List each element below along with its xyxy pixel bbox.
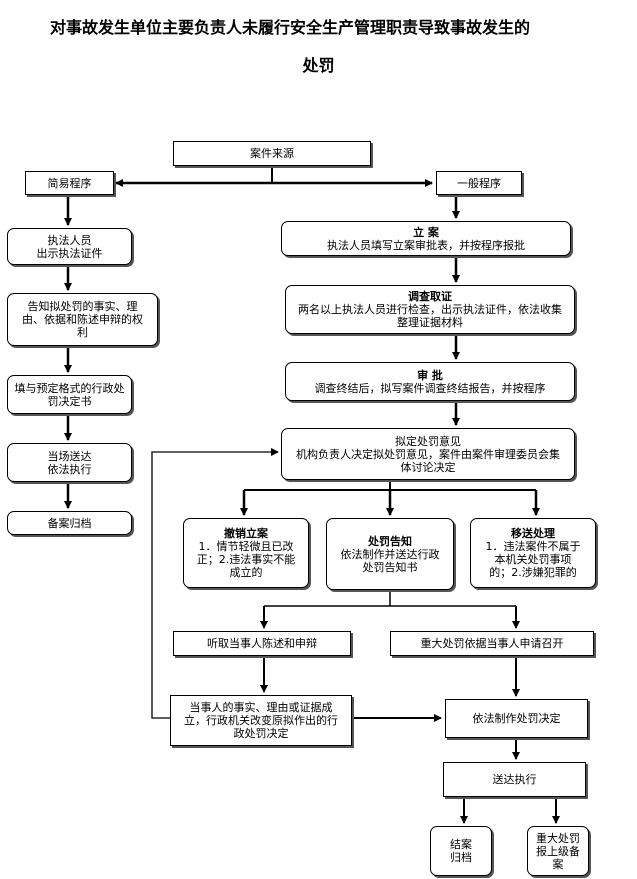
node-deliver-on-site: 当场送达 依法执行: [7, 443, 132, 482]
node-simple-procedure: 简易程序: [25, 171, 114, 195]
node-cancel-case: 撤销立案 1．情节轻微且已改正；2.违法事实不能成立的: [183, 518, 309, 588]
node-case-filing: 立 案 执法人员填写立案审批表，并按程序报批: [281, 221, 571, 256]
page-title: 对事故发生单位主要负责人未履行安全生产管理职责导致事故发生的: [49, 18, 530, 37]
node-facts-established: 当事人的事实、理由或证据成立，行政机关改变原拟作出的行政处罚决定: [170, 695, 352, 746]
node-make-decision: 依法制作处罚决定: [445, 699, 588, 738]
feedback-loop-line: [151, 448, 279, 719]
node-show-id: 执法人员 出示执法证件: [7, 228, 132, 265]
node-hearing-request: 重大处罚依据当事人申请召开: [390, 631, 594, 656]
node-penalty-proposal: 拟定处罚意见 机构负责人决定拟处罚意见，案件由案件审理委员会集体讨论决定: [281, 428, 575, 480]
node-approval: 审 批 调查终结后，拟写案件调查终结报告，并按程序: [285, 362, 575, 401]
node-close-archive: 结案 归档: [430, 826, 492, 876]
page-title-line2: 处罚: [302, 56, 335, 75]
node-archive-filing: 备案归档: [7, 511, 132, 535]
node-inform-rights: 告知拟处罚的事实、理由、依据和陈述申辩的权利: [7, 293, 158, 346]
node-transfer-handling: 移送处理 1．违法案件不属于本机关处罚事项的；2.涉嫌犯罪的: [470, 518, 596, 588]
node-major-report: 重大处罚报上级备案: [527, 826, 589, 876]
node-general-procedure: 一般程序: [436, 171, 522, 195]
node-fill-decision-form: 填与预定格式的行政处罚决定书: [7, 375, 132, 414]
node-case-source: 案件来源: [173, 141, 371, 166]
node-investigation: 调查取证 两名以上执法人员进行检查，出示执法证件，依法收集整理证据材料: [285, 285, 575, 334]
node-hear-statement: 听取当事人陈述和申辩: [173, 631, 351, 656]
node-penalty-notice: 处罚告知 依法制作并送达行政处罚告知书: [326, 518, 454, 590]
node-deliver-execute: 送达执行: [443, 762, 586, 797]
